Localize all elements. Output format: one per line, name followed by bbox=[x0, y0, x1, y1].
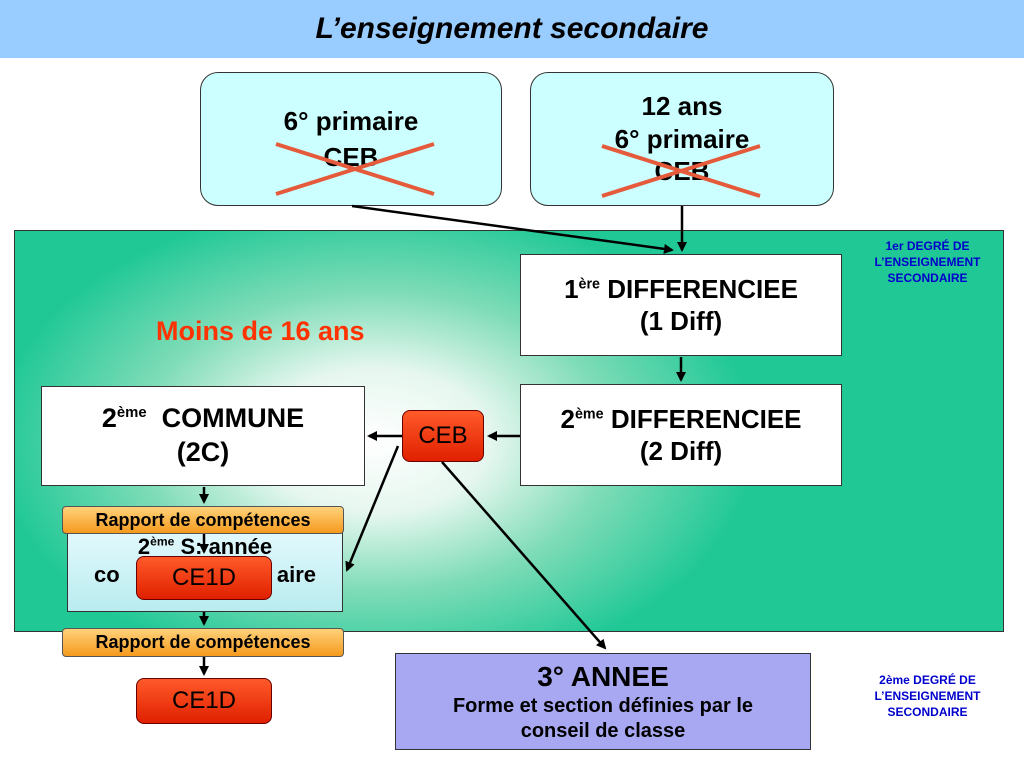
box-6-primaire-line2: CEB bbox=[323, 142, 379, 172]
ce1d-badge-1: CE1D bbox=[136, 556, 272, 600]
box-1d-sup: ère bbox=[578, 275, 600, 292]
box-2c-sup: ème bbox=[116, 405, 147, 422]
box-12-ans-line1: 12 ans bbox=[641, 91, 723, 122]
box-2s-line2-start: co bbox=[94, 561, 120, 587]
rapport-competences-2: Rapport de compétences bbox=[62, 628, 344, 657]
second-degree-note-line3: SECONDAIRE bbox=[887, 705, 968, 720]
box-3-line1: 3° ANNEE bbox=[537, 661, 669, 692]
box-12-ans-line2: 6° primaire bbox=[614, 123, 750, 154]
box-2d-line2: (2 Diff) bbox=[639, 436, 723, 466]
ce1d-badge-2: CE1D bbox=[136, 678, 272, 724]
age-label: Moins de 16 ans bbox=[156, 316, 365, 346]
box-1d-ordinal: 1 bbox=[564, 273, 579, 304]
ceb-badge: CEB bbox=[402, 410, 484, 462]
box-2c-line1: COMMUNE bbox=[161, 403, 305, 434]
box-3-line2: Forme et section définies par le bbox=[452, 695, 754, 717]
box-2d-ordinal: 2 bbox=[560, 403, 575, 434]
box-1d-line2: (1 Diff) bbox=[639, 306, 723, 336]
box-1d-line1: DIFFERENCIEE bbox=[607, 273, 798, 304]
box-12-ans-line3: CEB bbox=[654, 156, 710, 187]
box-2d-line1: DIFFERENCIEE bbox=[610, 403, 802, 434]
second-degree-note: 2ème DEGRÉ DE L’ENSEIGNEMENT SECONDAIRE bbox=[840, 672, 1015, 721]
rapport-competences-1: Rapport de compétences bbox=[62, 506, 344, 534]
box-2e-commune: 2ème COMMUNE (2C) bbox=[41, 386, 365, 486]
second-degree-note-line2: L’ENSEIGNEMENT bbox=[874, 689, 981, 704]
first-degree-note-line1: 1er DEGRÉ DE bbox=[885, 239, 970, 253]
box-12-ans: 12 ans 6° primaire CEB bbox=[530, 72, 834, 206]
box-1re-differenciee: 1ère DIFFERENCIEE (1 Diff) bbox=[520, 254, 842, 356]
first-degree-note-line3: SECONDAIRE bbox=[887, 271, 968, 286]
page-title: L’enseignement secondaire bbox=[315, 12, 709, 45]
box-2s-sup: ème bbox=[150, 534, 175, 549]
first-degree-note-line2: L’ENSEIGNEMENT bbox=[874, 255, 981, 270]
title-bar: L’enseignement secondaire bbox=[0, 0, 1024, 58]
box-3-line3: conseil de classe bbox=[520, 720, 686, 742]
box-2s-line2-end: aire bbox=[276, 561, 316, 587]
box-2c-ordinal: 2 bbox=[101, 403, 117, 434]
box-3e-annee: 3° ANNEE Forme et section définies par l… bbox=[395, 653, 811, 750]
box-2s-letter: S bbox=[180, 534, 196, 559]
second-degree-note-line1: 2ème DEGRÉ DE bbox=[879, 673, 976, 687]
first-degree-note: 1er DEGRÉ DE L’ENSEIGNEMENT SECONDAIRE bbox=[850, 238, 1005, 287]
box-2s-ordinal: 2 bbox=[137, 534, 151, 559]
box-2d-sup: ème bbox=[574, 405, 604, 422]
box-6-primaire: 6° primaire CEB bbox=[200, 72, 502, 206]
box-2e-differenciee: 2ème DIFFERENCIEE (2 Diff) bbox=[520, 384, 842, 486]
box-2c-line2: (2C) bbox=[176, 437, 230, 467]
box-6-primaire-line1: 6° primaire bbox=[283, 105, 419, 136]
